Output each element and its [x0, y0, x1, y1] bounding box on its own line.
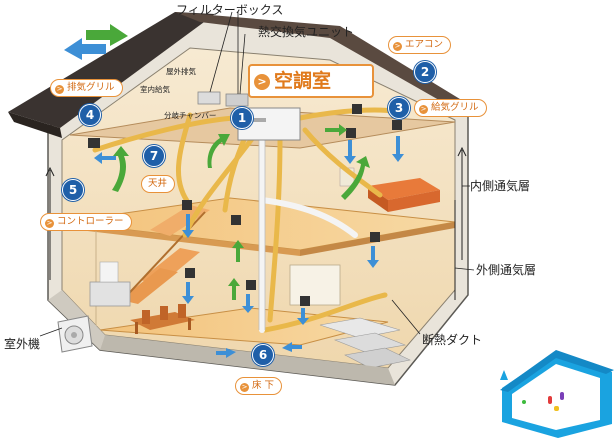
tag-aircon-label: エアコン: [405, 39, 444, 50]
badge-5: 5: [62, 179, 84, 201]
tag-exhaust-grille-label: 排気グリル: [67, 82, 115, 93]
tag-aircon: >エアコン: [388, 36, 452, 54]
indoor-supply-label: 室内給気: [140, 85, 170, 94]
roof-edge: [8, 112, 62, 138]
supply-air-arrows: [94, 136, 404, 358]
tag-exhaust-grille: >排気グリル: [50, 79, 123, 97]
leader-lines: [39, 11, 475, 337]
outdoor-unit-label: 室外機: [4, 337, 41, 351]
tag-controller: >コントローラー: [40, 213, 132, 231]
chevron-right-icon: >: [254, 74, 270, 90]
outdoor-ac-unit: [57, 315, 93, 353]
dining-set: [130, 304, 195, 334]
ac-room-callout: >空調室: [248, 64, 374, 98]
tag-supply-grille-label: 給気グリル: [431, 102, 479, 113]
entrance-steps: [319, 317, 411, 369]
chevron-right-icon: >: [45, 219, 54, 228]
chevron-right-icon: >: [419, 105, 428, 114]
insulated-duct-label: 断熱ダクト: [422, 333, 483, 347]
grilles: [88, 104, 402, 306]
outdoor-air-arrows: [64, 24, 128, 60]
chevron-right-icon: >: [393, 42, 402, 51]
badge-1: 1: [231, 107, 253, 129]
ac-room-title: 空調室: [274, 70, 332, 92]
badge-4: 4: [79, 104, 101, 126]
bed: [368, 178, 440, 200]
roof-left: [8, 12, 215, 128]
badge-3: 3: [388, 97, 410, 119]
chevron-right-icon: >: [55, 85, 64, 94]
badge-2: 2: [414, 61, 436, 83]
filter-box-label: フィルターボックス: [176, 3, 284, 17]
tag-ceiling-label: 天井: [148, 178, 168, 189]
tag-floor-under: >床 下: [235, 377, 283, 395]
tag-floor-under-label: 床 下: [252, 380, 275, 391]
mascot-house-icon: [500, 350, 614, 438]
badge-6: 6: [252, 344, 274, 366]
outdoor-exhaust-label: 屋外排気: [166, 67, 196, 76]
heat-exchanger-label: 熱交換気ユニット: [258, 25, 355, 39]
main-white-duct: [259, 127, 358, 333]
tag-controller-label: コントローラー: [57, 216, 124, 227]
filter-box: [197, 91, 221, 105]
outer-vent-layer-label: 外側通気層: [476, 263, 537, 277]
tag-ceiling: 天井: [141, 175, 176, 193]
kitchen-counter: [89, 281, 131, 307]
badge-7: 7: [143, 145, 165, 167]
heat-exchanger-unit: [225, 93, 249, 107]
tag-supply-grille: >給気グリル: [414, 99, 487, 117]
chevron-right-icon: >: [240, 383, 249, 392]
branch-chamber-label: 分岐チャンバー: [164, 111, 217, 120]
return-air-arrows: [112, 124, 370, 300]
inner-vent-layer-label: 内側通気層: [470, 179, 531, 193]
